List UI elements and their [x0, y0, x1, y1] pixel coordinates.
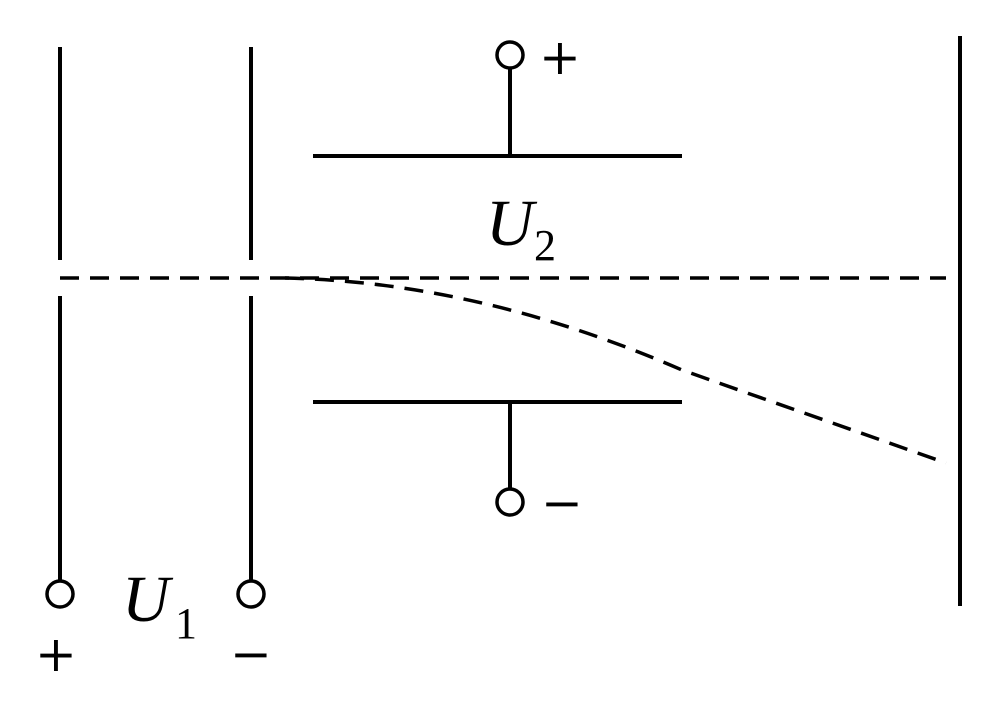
deflected-trajectory — [284, 276, 947, 465]
u1-symbol: U — [122, 563, 174, 636]
u2-symbol: U — [486, 187, 538, 260]
u1-subscript: 1 — [175, 599, 197, 648]
deflecting-negative-sign: − — [541, 474, 583, 532]
deflecting-positive-sign: + — [539, 28, 581, 86]
accelerating-plate-right: − — [230, 47, 272, 683]
deflecting-plate-top: + — [313, 28, 682, 158]
deflecting-voltage-label: U 2 — [486, 187, 556, 270]
accelerating-positive-sign: + — [35, 625, 77, 683]
deflecting-terminal-negative — [495, 487, 525, 517]
deflecting-terminal-positive — [495, 40, 525, 70]
accelerating-terminal-positive — [45, 579, 75, 609]
u2-subscript: 2 — [534, 221, 556, 270]
deflecting-plate-bottom: − — [313, 400, 682, 532]
accelerating-terminal-negative — [236, 579, 266, 609]
accelerating-voltage-label: U 1 — [122, 563, 197, 648]
accelerating-plate-left: + — [35, 47, 77, 683]
accelerating-negative-sign: − — [230, 625, 272, 683]
